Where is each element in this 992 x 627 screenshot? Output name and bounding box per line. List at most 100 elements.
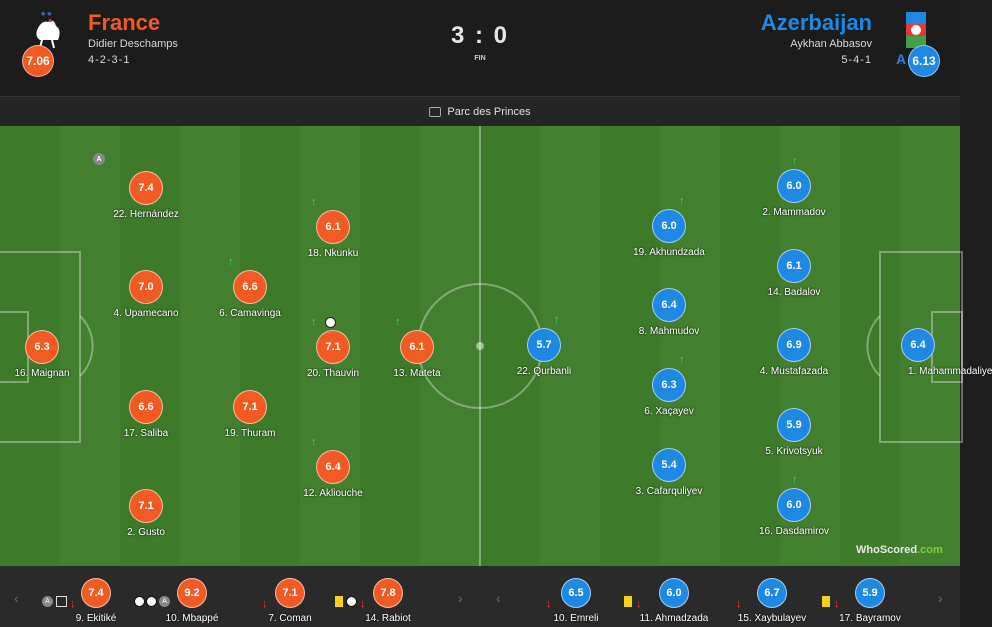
player-thauvin[interactable]: ↑ 7.1 20. Thauvin <box>273 316 393 379</box>
player-maignan[interactable]: 6.3 16. Maignan <box>0 330 102 379</box>
home-prev-arrow-icon[interactable]: ‹ <box>14 590 19 606</box>
player-rating: 6.4 <box>901 328 935 362</box>
sub-xaybulayev[interactable]: 6.7 15. Xaybulayev <box>717 578 827 624</box>
player-mahammadaliyev[interactable]: 6.4 1. Mahammadaliye <box>858 328 992 377</box>
match-status: FIN <box>474 55 486 62</box>
away-team-name[interactable]: Azerbaijan <box>760 10 872 35</box>
player-rating: 5.4 <box>652 448 686 482</box>
player-mammadov[interactable]: ↑ 6.0 2. Mammadov <box>734 155 854 218</box>
player-upamecano[interactable]: 7.0 4. Upamecano <box>86 270 206 319</box>
player-badalov[interactable]: 6.1 14. Badalov <box>734 249 854 298</box>
player-name: 14. Rabiot <box>365 613 411 624</box>
player-rating: 7.4 <box>81 578 111 608</box>
player-gusto[interactable]: 7.1 2. Gusto <box>86 489 206 538</box>
player-rating: 6.0 <box>652 209 686 243</box>
player-name: 10. Emreli <box>553 613 599 624</box>
player-nkunku[interactable]: ↑ 6.1 18. Nkunku <box>273 196 393 259</box>
home-formation: 4-2-3-1 <box>88 54 131 66</box>
player-name: 3. Cafarquliyev <box>635 486 703 497</box>
sub-on-icon: ↑ <box>311 316 317 328</box>
captain-icon: A <box>93 153 105 165</box>
player-name: 10. Mbappé <box>165 613 219 624</box>
captain-icon: A <box>159 596 170 607</box>
captain-icon: A <box>42 596 53 607</box>
player-thuram[interactable]: 7.1 19. Thuram <box>190 390 310 439</box>
pitch: A 7.4 22. Hernández 7.0 4. Upamecano 6.3… <box>0 126 992 566</box>
player-name: 2. Gusto <box>127 527 165 538</box>
player-name: 9. Ekitiké <box>75 613 117 624</box>
player-akhundzada[interactable]: ↑ 6.0 19. Akhundzada <box>609 195 729 258</box>
player-name: 22. Qurbanli <box>516 366 572 377</box>
player-rating: 6.5 <box>561 578 591 608</box>
player-rating: 7.1 <box>316 330 350 364</box>
sub-on-icon: ↑ <box>228 256 234 268</box>
sub-off-icon: ↓ <box>70 598 76 610</box>
player-rating: 5.9 <box>777 408 811 442</box>
sub-off-icon: ↓ <box>736 598 742 610</box>
yellow-card-icon <box>822 596 830 607</box>
player-name: 17. Bayramov <box>839 613 901 624</box>
player-rating: 6.0 <box>659 578 689 608</box>
player-rating: 7.0 <box>129 270 163 304</box>
player-rating: 6.0 <box>777 169 811 203</box>
sub-rabiot[interactable]: 7.8 14. Rabiot <box>333 578 443 624</box>
player-saliba[interactable]: 6.6 17. Saliba <box>86 390 206 439</box>
sub-off-icon: ↓ <box>360 598 366 610</box>
player-rating: 6.0 <box>777 488 811 522</box>
player-name: 18. Nkunku <box>307 248 359 259</box>
sub-emreli[interactable]: 6.5 10. Emreli <box>521 578 631 624</box>
player-mustafazada[interactable]: 6.9 4. Mustafazada <box>734 328 854 377</box>
player-name: 19. Thuram <box>224 428 276 439</box>
player-rating: 6.9 <box>777 328 811 362</box>
sub-off-icon: ↓ <box>262 598 268 610</box>
sub-ekitike[interactable]: 7.4 9. Ekitiké <box>41 578 151 624</box>
player-rating: 6.4 <box>652 288 686 322</box>
player-camavinga[interactable]: ↑ 6.6 6. Camavinga <box>190 256 310 319</box>
player-cafarquliyev[interactable]: 5.4 3. Cafarquliyev <box>609 448 729 497</box>
sub-bayramov[interactable]: 5.9 17. Bayramov <box>815 578 925 624</box>
away-next-arrow-icon[interactable]: › <box>938 590 943 606</box>
yellow-card-icon <box>624 596 632 607</box>
player-hernandez[interactable]: A 7.4 22. Hernández <box>86 153 206 220</box>
player-name: 11. Ahmadzada <box>639 613 709 624</box>
sub-ahmadzada[interactable]: 6.0 11. Ahmadzada <box>619 578 729 624</box>
france-crest-icon: ★★ <box>36 10 60 49</box>
sub-coman[interactable]: 7.1 7. Coman <box>235 578 345 624</box>
player-name: 1. Mahammadaliye <box>908 366 992 377</box>
player-name: 4. Mustafazada <box>759 366 829 377</box>
svg-text:A: A <box>896 51 906 67</box>
sub-on-icon: ↑ <box>792 474 798 486</box>
player-mahmudov[interactable]: 6.4 8. Mahmudov <box>609 288 729 337</box>
player-krivotsyuk[interactable]: 5.9 5. Krivotsyuk <box>734 408 854 457</box>
player-name: 20. Thauvin <box>306 368 360 379</box>
away-formation: 5-4-1 <box>841 54 872 66</box>
player-xacayev[interactable]: ↑ 6.3 6. Xaçayev <box>609 354 729 417</box>
player-name: 4. Upamecano <box>113 308 179 319</box>
home-next-arrow-icon[interactable]: › <box>458 590 463 606</box>
player-rating: 5.7 <box>527 328 561 362</box>
venue-name: Parc des Princes <box>447 105 531 118</box>
player-rating: 6.3 <box>25 330 59 364</box>
away-prev-arrow-icon[interactable]: ‹ <box>496 590 501 606</box>
player-name: 22. Hernández <box>113 209 179 220</box>
player-rating: 6.1 <box>316 210 350 244</box>
away-team-rating: 6.13 <box>908 45 940 77</box>
match-score: 3 : 0 <box>450 22 510 49</box>
player-name: 8. Mahmudov <box>638 326 700 337</box>
assist-icon <box>56 596 67 607</box>
home-team-name[interactable]: France <box>88 10 161 35</box>
player-dasdamirov[interactable]: ↑ 6.0 16. Dasdamirov <box>734 474 854 537</box>
player-name: 16. Maignan <box>14 368 70 379</box>
player-akliouche[interactable]: ↑ 6.4 12. Akliouche <box>273 436 393 499</box>
sub-mbappe[interactable]: 9.2 10. Mbappé <box>137 578 247 624</box>
player-name: 6. Camavinga <box>219 308 281 319</box>
home-team-rating: 7.06 <box>22 45 54 77</box>
sub-on-icon: ↑ <box>395 316 401 328</box>
player-qurbanli[interactable]: ↑ 5.7 22. Qurbanli <box>484 314 604 377</box>
home-coach: Didier Deschamps <box>88 38 178 50</box>
goal-ball-icon <box>346 596 357 607</box>
away-coach: Aykhan Abbasov <box>790 38 872 50</box>
player-mateta[interactable]: ↑ 6.1 13. Mateta <box>357 316 477 379</box>
player-rating: 5.9 <box>855 578 885 608</box>
player-rating: 6.3 <box>652 368 686 402</box>
